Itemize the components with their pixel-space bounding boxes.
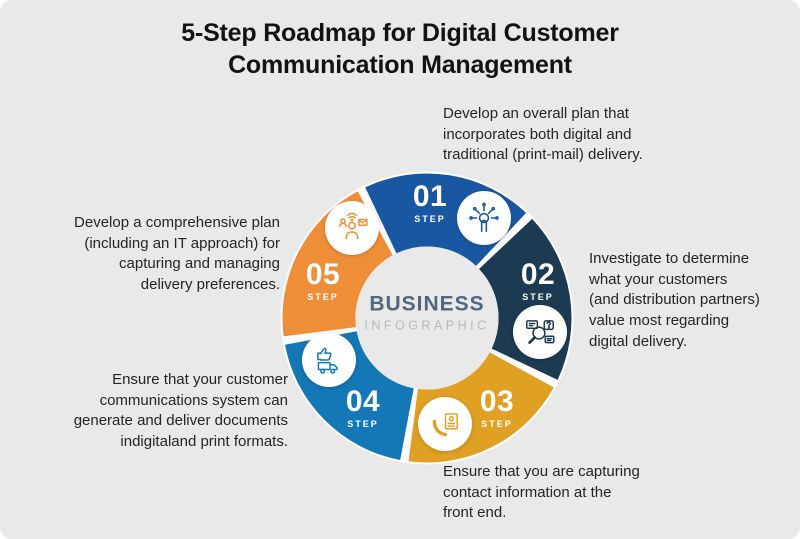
- step-4-number: 04: [345, 385, 381, 418]
- thumbs-up-truck-icon: [317, 347, 338, 374]
- step-5-badge: 05 STEP: [306, 260, 340, 302]
- step-3-number: 03: [479, 385, 515, 418]
- step-1-badge: 01 STEP: [413, 182, 447, 224]
- step-4-description: Ensure that your customer communications…: [73, 371, 288, 451]
- step-5-description: Develop a comprehensive plan (including …: [74, 214, 280, 294]
- step-3-label: STEP: [481, 419, 513, 429]
- step-3-badge: 03 STEP: [480, 387, 514, 429]
- step-4-badge: 04 STEP: [346, 387, 380, 429]
- phone-contact-card-icon: [432, 413, 458, 437]
- step-1-description: Develop an overall plan that incorporate…: [443, 105, 643, 164]
- step-4-icon-circle: [302, 333, 356, 387]
- step-4-label: STEP: [347, 419, 379, 429]
- step-1-label: STEP: [414, 214, 446, 224]
- step-2-badge: 02 STEP: [521, 260, 555, 302]
- center-label: BUSINESS INFOGRAPHIC: [364, 293, 489, 334]
- page-title: 5-Step Roadmap for Digital Customer Comm…: [181, 19, 619, 79]
- step-1-number: 01: [412, 180, 448, 213]
- step-2-icon-circle: [513, 305, 567, 359]
- segment-step-2: [282, 173, 572, 463]
- person-communication-icon: [339, 212, 368, 240]
- step-3-icon-circle: [418, 397, 472, 451]
- segment-step-4: [282, 173, 572, 463]
- step-5-label: STEP: [307, 292, 339, 302]
- step-5-number: 05: [305, 258, 341, 291]
- center-subtitle: INFOGRAPHIC: [364, 318, 490, 333]
- research-icon: [526, 320, 555, 344]
- donut-hole: [355, 246, 499, 390]
- step-2-description: Investigate to determine what your custo…: [589, 250, 760, 350]
- segment-step-1: [282, 173, 572, 463]
- step-5-icon-circle: [325, 201, 379, 255]
- touch-network-icon: [469, 202, 499, 233]
- step-3-description: Ensure that you are capturing contact in…: [443, 463, 640, 522]
- step-1-icon-circle: [457, 191, 511, 245]
- step-2-number: 02: [520, 258, 556, 291]
- step-2-label: STEP: [522, 292, 554, 302]
- center-title: BUSINESS: [369, 292, 485, 316]
